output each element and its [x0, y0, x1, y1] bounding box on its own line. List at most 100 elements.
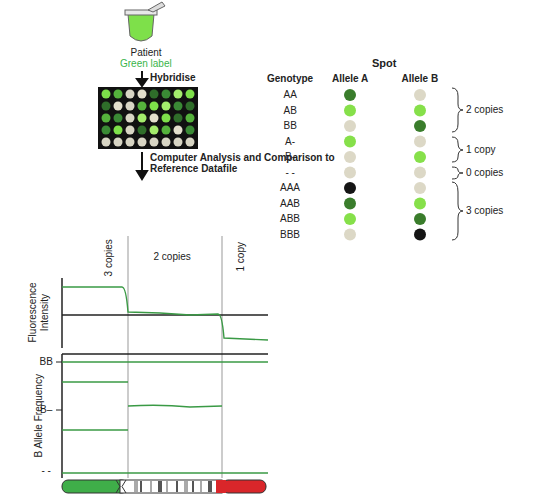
array-spot	[102, 138, 111, 147]
band	[140, 481, 142, 492]
copy-number-label: 1 copy	[466, 144, 495, 156]
genotype-cell: AB	[284, 105, 297, 117]
genotype-cell: BB	[284, 120, 297, 132]
column-header: Allele A	[332, 73, 368, 85]
allele-spot	[414, 198, 426, 210]
band	[200, 481, 202, 492]
genotype-cell: A-	[285, 136, 295, 148]
band	[184, 481, 188, 492]
arrow-head	[137, 171, 147, 179]
step-label: Hybridise	[150, 72, 196, 84]
axis	[61, 278, 63, 348]
bracket	[452, 137, 463, 162]
allele-spot	[414, 120, 426, 132]
genotype-cell: AAA	[280, 182, 300, 194]
tick	[56, 362, 62, 363]
tube-body	[128, 14, 154, 41]
array-spot	[114, 138, 123, 147]
array-spot	[102, 126, 111, 135]
array-spot	[138, 114, 147, 123]
band	[134, 481, 138, 492]
array-spot	[150, 102, 159, 111]
allele-spot	[414, 182, 426, 194]
copy-number-label: 0 copies	[466, 167, 503, 179]
allele-spot	[344, 213, 356, 225]
gain-region	[62, 480, 128, 493]
axis-title: Fluorescence Intensity	[27, 281, 50, 343]
array-spot	[150, 90, 159, 99]
axis	[61, 354, 63, 478]
sample-label: Patient	[131, 47, 162, 59]
array-spot	[102, 90, 111, 99]
array-spot	[162, 138, 171, 147]
allele-spot	[414, 105, 426, 117]
normal-region	[120, 480, 222, 493]
sample-tube	[125, 2, 165, 41]
allele-spot	[414, 89, 426, 101]
bracket	[452, 182, 463, 240]
chromosome	[62, 480, 266, 493]
array-spots	[102, 90, 195, 147]
array-spot	[126, 114, 135, 123]
tick-label: BB	[40, 356, 53, 368]
allele-spot	[414, 151, 426, 163]
baf-trace	[62, 361, 268, 362]
tick	[56, 410, 62, 411]
axis	[62, 353, 268, 355]
genotype-cell: B-	[285, 151, 295, 163]
baf-trace	[62, 381, 128, 382]
allele-spot	[344, 136, 356, 148]
array-spot	[126, 126, 135, 135]
allele-spot	[414, 229, 426, 241]
array-spot	[138, 126, 147, 135]
intensity-trace	[62, 287, 268, 340]
array-spot	[126, 102, 135, 111]
allele-spot	[414, 167, 426, 179]
region-label: 3 copies	[102, 239, 114, 276]
array-spot	[186, 126, 195, 135]
array-spot	[114, 90, 123, 99]
array-spot	[174, 126, 183, 135]
tube-lid	[148, 2, 165, 12]
genotype-cell: - -	[286, 167, 295, 179]
chart-axes	[56, 236, 268, 478]
copy-number-label: 2 copies	[466, 104, 503, 116]
bracket	[452, 167, 463, 179]
array-spot	[162, 114, 171, 123]
band	[166, 481, 168, 492]
loss-region	[216, 480, 226, 493]
allele-spot	[414, 213, 426, 225]
microarray	[98, 87, 198, 149]
arrow-shaft	[141, 152, 143, 172]
band	[192, 481, 194, 492]
array-spot	[186, 102, 195, 111]
array-spot	[150, 114, 159, 123]
allele-spot	[344, 182, 356, 194]
table-title: Spot	[372, 57, 396, 70]
genotype-cell: AA	[284, 89, 297, 101]
array-spot	[114, 102, 123, 111]
array-spot	[138, 90, 147, 99]
bands	[116, 480, 212, 493]
band	[150, 481, 152, 492]
array-spot	[150, 138, 159, 147]
array-spot	[186, 90, 195, 99]
column-header: Allele B	[402, 73, 439, 85]
array-spot	[138, 138, 147, 147]
band	[176, 481, 178, 492]
array-spot	[126, 90, 135, 99]
divider	[128, 236, 129, 478]
bracket	[452, 88, 463, 132]
allele-spot	[414, 136, 426, 148]
genotype-cell: AAB	[280, 198, 300, 210]
allele-spot	[344, 229, 356, 241]
band	[158, 481, 162, 492]
allele-spot	[344, 198, 356, 210]
array-spot	[126, 138, 135, 147]
array-spot	[114, 114, 123, 123]
array-spot	[174, 114, 183, 123]
allele-spot	[344, 167, 356, 179]
axis-title: B Allele Frequency	[32, 374, 44, 457]
step-label: Computer Analysis and Comparison to Refe…	[150, 152, 350, 175]
allele-spot	[344, 105, 356, 117]
